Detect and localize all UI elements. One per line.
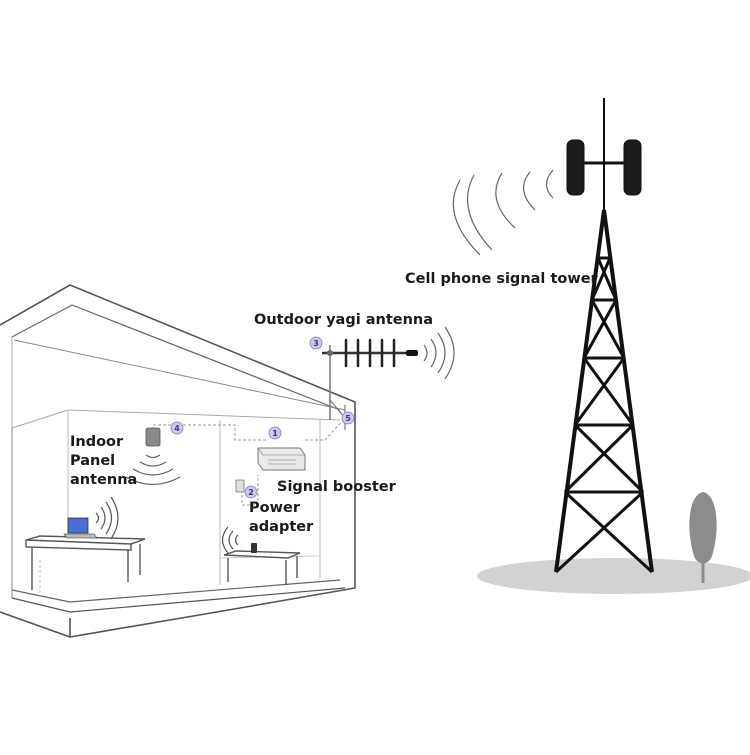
svg-text:1: 1: [272, 429, 278, 438]
label-indoor-line2: Panel: [70, 453, 116, 469]
badge-indoor: 4: [170, 421, 184, 435]
label-power-line2: adapter: [249, 519, 314, 535]
indoor-signal-waves-icon: [125, 454, 181, 486]
tower-signal-waves-icon: [452, 169, 554, 256]
svg-text:5: 5: [345, 414, 351, 423]
ground-shadow: [477, 558, 750, 594]
signal-booster-icon: [257, 447, 306, 471]
house-structure: [0, 284, 356, 638]
desk-right: [223, 550, 301, 585]
label-booster: Signal booster: [277, 479, 396, 495]
badge-yagi: 3: [309, 336, 323, 350]
tree-icon: [689, 492, 717, 583]
svg-text:4: 4: [174, 424, 180, 433]
svg-text:3: 3: [313, 339, 319, 348]
laptop-icon: [63, 517, 98, 539]
label-indoor-line1: Indoor: [70, 434, 124, 450]
badge-entry: 5: [341, 411, 355, 425]
desk-left: [25, 535, 146, 590]
svg-text:2: 2: [248, 488, 254, 497]
label-yagi: Outdoor yagi antenna: [254, 312, 434, 328]
yagi-signal-waves-icon: [423, 326, 455, 380]
label-power-line1: Power: [249, 500, 300, 516]
label-tower: Cell phone signal tower: [405, 271, 598, 287]
power-adapter-icon: [235, 479, 245, 493]
indoor-panel-antenna-icon: [145, 427, 161, 447]
cell-tower-icon: [554, 98, 654, 574]
badge-booster: 1: [268, 426, 282, 440]
laptop-signal-waves-icon: [95, 496, 119, 540]
yagi-antenna-icon: [322, 338, 418, 368]
badge-power: 2: [244, 485, 258, 499]
label-indoor-line3: antenna: [70, 472, 138, 488]
phone-signal-waves-icon: [221, 526, 239, 554]
phone-icon: [251, 543, 257, 553]
